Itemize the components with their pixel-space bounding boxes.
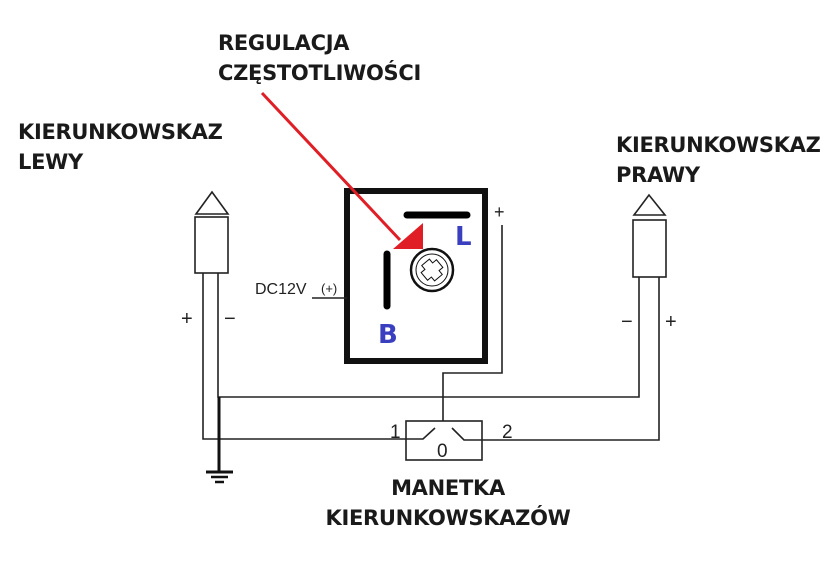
terminal-b-label: B xyxy=(378,320,398,350)
switch-label: MANETKA KIERUNKOWSKAZÓW xyxy=(318,473,578,533)
terminal-l-label: L xyxy=(455,222,472,252)
regulation-label-line2: CZĘSTOTLIWOŚCI xyxy=(218,61,421,85)
regulation-label: REGULACJA CZĘSTOTLIWOŚCI xyxy=(218,28,421,88)
module-plus-terminal: + xyxy=(494,202,505,222)
left-indicator-label-line1: KIERUNKOWSKAZ xyxy=(18,120,223,144)
right-minus-sign: − xyxy=(621,311,633,333)
module-output-wire xyxy=(442,225,503,440)
switch-label-line1: MANETKA xyxy=(391,476,505,500)
right-indicator-label: KIERUNKOWSKAZ PRAWY xyxy=(616,130,821,190)
switch-pos-1: 1 xyxy=(390,422,401,443)
bulb-indicator-left-icon xyxy=(194,190,230,274)
supply-label: DC12V xyxy=(255,281,307,298)
regulation-label-line1: REGULACJA xyxy=(218,31,350,55)
right-plus-sign: + xyxy=(665,311,677,333)
switch-pos-0: 0 xyxy=(437,441,448,462)
right-indicator-label-line2: PRAWY xyxy=(616,163,700,187)
red-arrow-icon xyxy=(260,91,423,249)
switch-pos-2: 2 xyxy=(502,422,513,443)
left-minus-sign: − xyxy=(224,308,236,330)
left-plus-sign: + xyxy=(181,308,193,330)
right-plus-wire xyxy=(462,277,660,441)
adjustment-screw-icon xyxy=(409,247,455,293)
supply-polarity-label: (+) xyxy=(321,281,337,296)
common-minus-wire xyxy=(217,273,640,398)
left-plus-wire xyxy=(202,273,393,440)
switch-contact-1 xyxy=(393,427,436,440)
left-indicator-label-line2: LEWY xyxy=(18,150,83,174)
switch-contact-2 xyxy=(451,427,482,441)
left-indicator-label: KIERUNKOWSKAZ LEWY xyxy=(18,117,223,177)
right-indicator-label-line1: KIERUNKOWSKAZ xyxy=(616,133,821,157)
switch-label-line2: KIERUNKOWSKAZÓW xyxy=(325,506,571,530)
ground-symbol-icon xyxy=(206,470,233,484)
bulb-indicator-right-icon xyxy=(632,193,667,278)
